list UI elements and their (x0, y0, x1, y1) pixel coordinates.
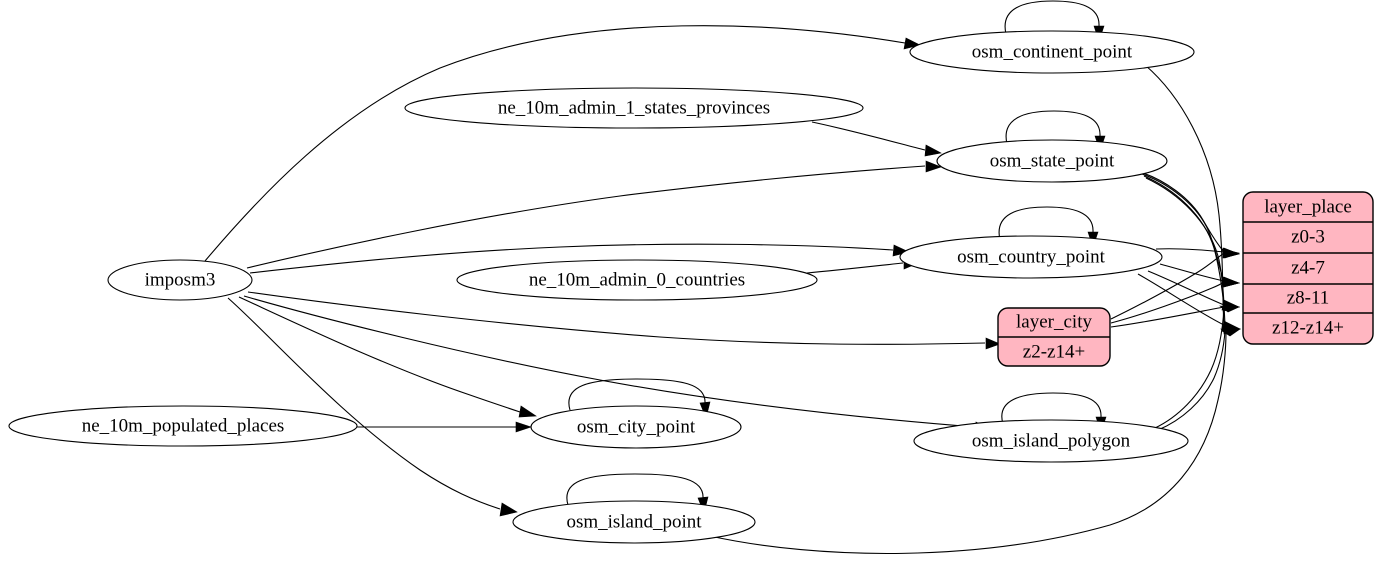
node-label-ne_10m_populated_places: ne_10m_populated_places (82, 415, 285, 436)
node-osm_island_point[interactable]: osm_island_point (512, 500, 756, 544)
node-layer: imposm3 ne_10m_admin_1_states_provinces … (8, 30, 1195, 544)
selfloop-osm_country_point (998, 206, 1094, 241)
layer-place-row-z0-3[interactable]: z0-3 (1291, 226, 1325, 247)
edge-imposm3-osm_country_point (249, 243, 894, 274)
node-shape-ne_10m_admin_0_countries[interactable] (456, 259, 818, 301)
node-label-osm_island_point: osm_island_point (566, 511, 702, 532)
selfloop-osm_state_point (1005, 110, 1101, 145)
node-label-osm_country_point: osm_country_point (957, 246, 1105, 267)
arrow-osm_island_point-layer_place-z12 (1221, 328, 1241, 337)
node-shape-ne_10m_populated_places[interactable] (8, 405, 358, 447)
node-ne_10m_admin_0_countries[interactable]: ne_10m_admin_0_countries (456, 259, 818, 301)
edge-admin_0_countries-osm_country_point (806, 262, 904, 274)
selfloop-osm_island_polygon (1001, 392, 1102, 425)
layer-place-row-z4-7[interactable]: z4-7 (1291, 257, 1325, 278)
node-label-osm_continent_point: osm_continent_point (972, 41, 1133, 62)
edge-osm_state_point-layer_place-z8-11 (1143, 175, 1225, 306)
edge-osm_state_point-layer_place-z4-7 (1141, 173, 1225, 282)
node-label-osm_city_point: osm_city_point (577, 416, 696, 437)
layer-city-title: layer_city (1016, 311, 1092, 332)
arrow-populated_places-osm_city_point (515, 421, 532, 433)
arrow-states_provinces-osm_state_point (924, 144, 942, 157)
edge-osm_country_point-layer_place-z8-11 (1147, 270, 1225, 306)
node-osm_continent_point[interactable]: osm_continent_point (909, 30, 1195, 74)
node-shape-osm_island_polygon[interactable] (913, 419, 1189, 463)
node-label-imposm3: imposm3 (145, 269, 216, 290)
edge-layer_city-layer_place-z8-11 (1110, 306, 1225, 328)
node-label-osm_state_point: osm_state_point (990, 150, 1115, 171)
node-label-ne_10m_admin_0_countries: ne_10m_admin_0_countries (529, 269, 745, 290)
edge-states_provinces-osm_state_point (811, 121, 926, 151)
selfloop-osm_continent_point (1004, 0, 1100, 35)
edge-osm_island_point-layer_place-z12 (709, 331, 1227, 555)
arrow-imposm3-osm_island_point (499, 502, 518, 517)
node-shape-imposm3[interactable] (107, 259, 253, 301)
node-shape-osm_island_point[interactable] (512, 500, 756, 544)
arrow-osm_island_polygon-layer_place-z8-11 (1219, 305, 1240, 313)
node-label-osm_island_polygon: osm_island_polygon (972, 430, 1131, 451)
arrow-layer_city-layer_place-z0-3 (1221, 248, 1241, 259)
node-ne_10m_admin_1_states_provinces[interactable]: ne_10m_admin_1_states_provinces (404, 87, 864, 129)
arrow-imposm3-osm_state_point (925, 160, 942, 173)
edge-osm_island_polygon-layer_place-z12 (1157, 330, 1226, 431)
layer-place-title: layer_place (1264, 196, 1352, 217)
node-osm_island_polygon[interactable]: osm_island_polygon (913, 419, 1189, 463)
selfloop-osm_island_point (566, 473, 704, 506)
edge-imposm3-layer_city (247, 291, 986, 345)
arrow-imposm3-osm_continent_point (903, 37, 921, 50)
node-shape-osm_state_point[interactable] (936, 139, 1168, 183)
node-label-ne_10m_admin_1_states_provinces: ne_10m_admin_1_states_provinces (498, 97, 770, 118)
node-shape-osm_country_point[interactable] (899, 235, 1163, 279)
layer-place-row-z12-z14[interactable]: z12-z14+ (1272, 317, 1344, 338)
node-shape-ne_10m_admin_1_states_provinces[interactable] (404, 87, 864, 129)
node-osm_city_point[interactable]: osm_city_point (530, 405, 742, 449)
layer-city-row-z2-z14[interactable]: z2-z14+ (1023, 341, 1085, 362)
edge-imposm3-osm_city_point (238, 296, 521, 413)
edge-layer_city-layer_place-z4-7 (1110, 281, 1225, 324)
edge-osm_country_point-layer_place-z0-3 (1155, 248, 1225, 253)
node-osm_state_point[interactable]: osm_state_point (936, 139, 1168, 183)
edge-osm_country_point-layer_place-z4-7 (1159, 263, 1225, 282)
node-shape-osm_city_point[interactable] (530, 405, 742, 449)
edge-imposm3-osm_continent_point (204, 25, 906, 262)
node-shape-osm_continent_point[interactable] (909, 30, 1195, 74)
node-osm_country_point[interactable]: osm_country_point (899, 235, 1163, 279)
edge-imposm3-osm_island_point (227, 297, 501, 510)
arrow-imposm3-osm_city_point (518, 405, 537, 418)
edge-imposm3-osm_state_point (246, 165, 926, 269)
layer-place-box[interactable] (1242, 191, 1374, 345)
edge-layer_city-layer_place-z0-3 (1110, 252, 1225, 320)
selfloop-osm_city_point (568, 378, 706, 411)
node-ne_10m_populated_places[interactable]: ne_10m_populated_places (8, 405, 358, 447)
edge-layer (204, 0, 1242, 555)
edge-osm_island_polygon-layer_place-z8-11 (1154, 307, 1225, 429)
edge-imposm3-osm_island_polygon (243, 295, 976, 428)
layer-place-row-z8-11[interactable]: z8-11 (1287, 287, 1330, 308)
node-imposm3[interactable]: imposm3 (107, 259, 253, 301)
edge-osm_country_point-layer_place-z12 (1137, 273, 1225, 326)
layer-node-layer-place[interactable]: layer_place z0-3 z4-7 z8-11 z12-z14+ (1242, 191, 1374, 345)
arrow-imposm3-layer_city (985, 337, 1001, 350)
arrow-layer_city-layer_place-z4-7 (1222, 277, 1241, 288)
layer-node-layer-city[interactable]: layer_city z2-z14+ (997, 307, 1111, 367)
